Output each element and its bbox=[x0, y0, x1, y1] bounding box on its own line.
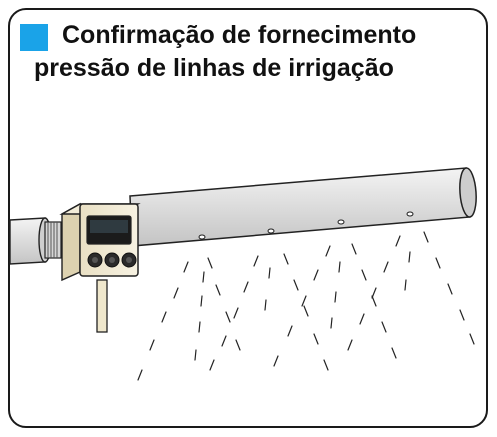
water-spray-icon bbox=[137, 231, 475, 381]
title-line-2: pressão de linhas de irrigação bbox=[34, 54, 394, 82]
threaded-fitting bbox=[44, 221, 62, 259]
pressure-sensor-icon bbox=[59, 202, 141, 333]
inlet-pipe bbox=[9, 217, 62, 265]
irrigation-pipe-icon bbox=[129, 167, 477, 247]
sensor-cable bbox=[96, 279, 108, 333]
title-line-1: Confirmação de fornecimento bbox=[62, 21, 417, 49]
title-accent-square bbox=[20, 24, 48, 51]
